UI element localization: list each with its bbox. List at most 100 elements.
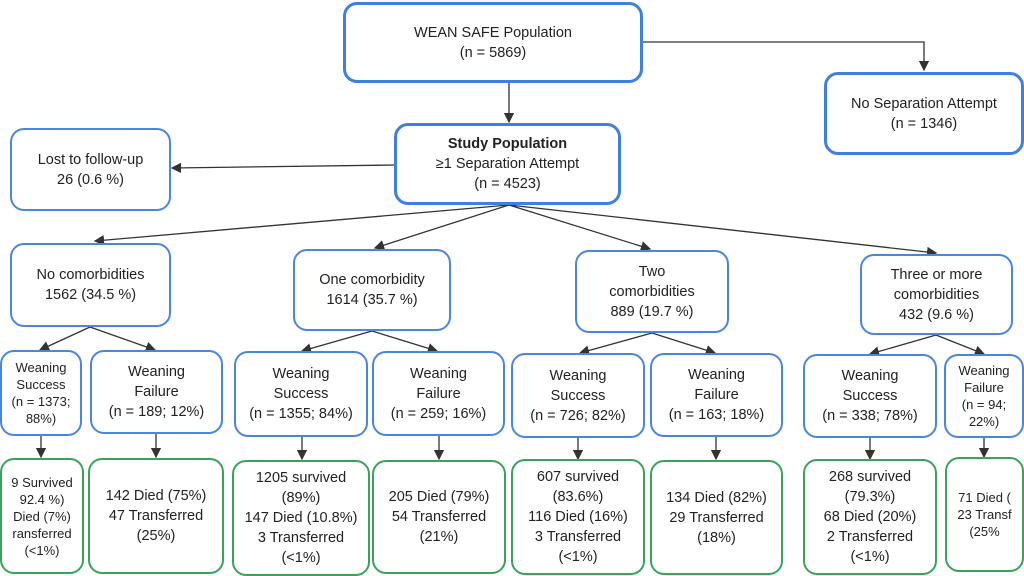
outcome-line: 47 Transferred bbox=[108, 508, 204, 524]
outcome-line: (25%) bbox=[136, 528, 176, 544]
no-separation-box: No Separation Attempt (n = 1346) bbox=[824, 72, 1024, 155]
outcome-line: (<1%) bbox=[850, 549, 890, 565]
g2-failure-outcome: 205 Died (79%) 54 Transferred (21%) bbox=[372, 460, 506, 574]
weaning-label: Success bbox=[842, 388, 898, 404]
g4-failure-outcome: 71 Died ( 23 Transf (25% bbox=[945, 457, 1024, 572]
weaning-count: (n = 1373; 88%) bbox=[11, 394, 71, 426]
lost-to-follow-up-box: Lost to follow-up 26 (0.6 %) bbox=[10, 128, 171, 211]
outcome-line: Died (7%) bbox=[13, 508, 71, 524]
study-population-box: Study Population ≥1 Separation Attempt (… bbox=[394, 123, 621, 205]
g1-failure-outcome: 142 Died (75%) 47 Transferred (25%) bbox=[88, 458, 224, 574]
weaning-count: (n = 338; 78%) bbox=[822, 408, 918, 424]
outcome-line: 68 Died (20%) bbox=[823, 509, 917, 525]
group-three-or-more: Three or more comorbidities 432 (9.6 %) bbox=[860, 254, 1013, 335]
outcome-line: 205 Died (79%) bbox=[388, 489, 490, 505]
outcome-line: 147 Died (10.8%) bbox=[244, 510, 358, 526]
g3-failure-outcome: 134 Died (82%) 29 Transferred (18%) bbox=[650, 460, 783, 575]
outcome-line: 9 Survived bbox=[11, 474, 73, 490]
outcome-line: (<1%) bbox=[558, 549, 598, 565]
weaning-label: Failure bbox=[416, 385, 461, 402]
study-subtitle: ≥1 Separation Attempt bbox=[435, 156, 580, 172]
group-label: comorbidities bbox=[893, 286, 980, 303]
group-label: No comorbidities bbox=[36, 267, 145, 283]
arrow-g4-success bbox=[868, 334, 937, 357]
outcome-line: 3 Transferred bbox=[534, 529, 622, 545]
group-label: comorbidities bbox=[609, 283, 695, 300]
arrow-study-to-lost bbox=[170, 162, 396, 174]
arrow-top-to-no-separation bbox=[642, 41, 930, 72]
weaning-label: Weaning bbox=[128, 364, 185, 380]
weaning-count: (n = 189; 12%) bbox=[108, 404, 205, 420]
outcome-line: 23 Transf bbox=[957, 507, 1012, 522]
outcome-line: ransferred bbox=[12, 525, 72, 541]
g3-success-outcome: 607 survived (83.6%) 116 Died (16%) 3 Tr… bbox=[511, 459, 645, 575]
arrow-study-to-g2 bbox=[373, 204, 510, 251]
arrow-study-to-g3 bbox=[508, 204, 652, 252]
weaning-label: Weaning bbox=[688, 367, 745, 383]
arrow-g2-failure bbox=[371, 330, 439, 354]
weaning-count: (n = 1355; 84%) bbox=[249, 406, 353, 422]
lost-n: 26 (0.6 %) bbox=[57, 171, 124, 188]
weaning-count: (n = 726; 82%) bbox=[530, 407, 626, 424]
weaning-label: Weaning bbox=[410, 365, 467, 382]
group-count: 889 (19.7 %) bbox=[610, 303, 694, 320]
outcome-line: 2 Transferred bbox=[826, 529, 914, 545]
g4-weaning-failure: Weaning Failure (n = 94; 22%) bbox=[944, 354, 1024, 438]
outcome-line: (83.6%) bbox=[552, 489, 604, 505]
arrow-g1-failure bbox=[89, 326, 157, 352]
g1-success-outcome: 9 Survived 92.4 %) Died (7%) ransferred … bbox=[0, 458, 84, 574]
weaning-label: Failure bbox=[134, 384, 179, 400]
g2-weaning-success: Weaning Success (n = 1355; 84%) bbox=[234, 351, 368, 437]
study-n: (n = 4523) bbox=[474, 176, 541, 192]
group-label: Two bbox=[638, 263, 666, 280]
outcome-line: 92.4 %) bbox=[19, 491, 65, 507]
g4-success-outcome: 268 survived (79.3%) 68 Died (20%) 2 Tra… bbox=[803, 459, 937, 575]
arrow-g1-success bbox=[38, 326, 91, 351]
outcome-line: 268 survived bbox=[828, 469, 912, 485]
g3-weaning-failure: Weaning Failure (n = 163; 18%) bbox=[650, 353, 783, 437]
outcome-line: (25% bbox=[969, 524, 1000, 539]
outcome-line: 29 Transferred bbox=[669, 509, 764, 526]
outcome-line: 607 survived bbox=[536, 469, 620, 485]
weaning-label: Weaning bbox=[841, 368, 899, 384]
arrow-g3-failure bbox=[651, 332, 717, 356]
group-label: Three or more bbox=[890, 266, 983, 283]
wean-safe-population-box: WEAN SAFE Population (n = 5869) bbox=[343, 2, 643, 83]
outcome-line: 54 Transferred bbox=[391, 509, 487, 525]
wean-safe-title: WEAN SAFE Population bbox=[414, 24, 572, 41]
outcome-line: (<1%) bbox=[24, 542, 60, 558]
weaning-label: Success bbox=[16, 377, 66, 392]
weaning-label: Success bbox=[550, 387, 606, 404]
arrow-study-to-g4 bbox=[508, 204, 938, 258]
weaning-label: Weaning bbox=[15, 360, 67, 375]
g1-weaning-success: Weaning Success (n = 1373; 88%) bbox=[0, 350, 82, 436]
arrow-g4-failure bbox=[935, 334, 986, 356]
g2-success-outcome: 1205 survived (89%) 147 Died (10.8%) 3 T… bbox=[232, 460, 370, 576]
weaning-label: Failure bbox=[694, 387, 739, 403]
no-separation-n: (n = 1346) bbox=[890, 115, 958, 132]
study-title: Study Population bbox=[447, 136, 568, 152]
g2-weaning-failure: Weaning Failure (n = 259; 16%) bbox=[372, 351, 505, 436]
group-no-comorbidities: No comorbidities 1562 (34.5 %) bbox=[10, 243, 171, 327]
outcome-line: 134 Died (82%) bbox=[666, 489, 767, 506]
weaning-count: (n = 259; 16%) bbox=[390, 405, 487, 422]
lost-title: Lost to follow-up bbox=[37, 151, 144, 168]
weaning-label: Weaning bbox=[958, 363, 1010, 378]
g4-weaning-success: Weaning Success (n = 338; 78%) bbox=[803, 354, 937, 438]
weaning-label: Success bbox=[273, 386, 329, 402]
weaning-label: Weaning bbox=[272, 366, 330, 382]
outcome-line: (89%) bbox=[281, 490, 321, 506]
weaning-label: Weaning bbox=[549, 367, 607, 384]
outcome-line: 116 Died (16%) bbox=[528, 509, 628, 525]
weaning-count: (n = 94; 22%) bbox=[961, 397, 1007, 429]
group-count: 1562 (34.5 %) bbox=[44, 287, 137, 303]
group-count: 432 (9.6 %) bbox=[899, 306, 974, 323]
arrow-study-to-g1 bbox=[93, 204, 510, 246]
outcome-line: (18%) bbox=[697, 529, 736, 546]
arrow-g3-success bbox=[578, 332, 653, 356]
outcome-line: 71 Died ( bbox=[958, 490, 1011, 505]
arrow-g2-success bbox=[300, 330, 373, 354]
no-separation-title: No Separation Attempt bbox=[851, 95, 997, 112]
group-label: One comorbidity bbox=[319, 272, 425, 288]
outcome-line: 3 Transferred bbox=[257, 530, 345, 546]
